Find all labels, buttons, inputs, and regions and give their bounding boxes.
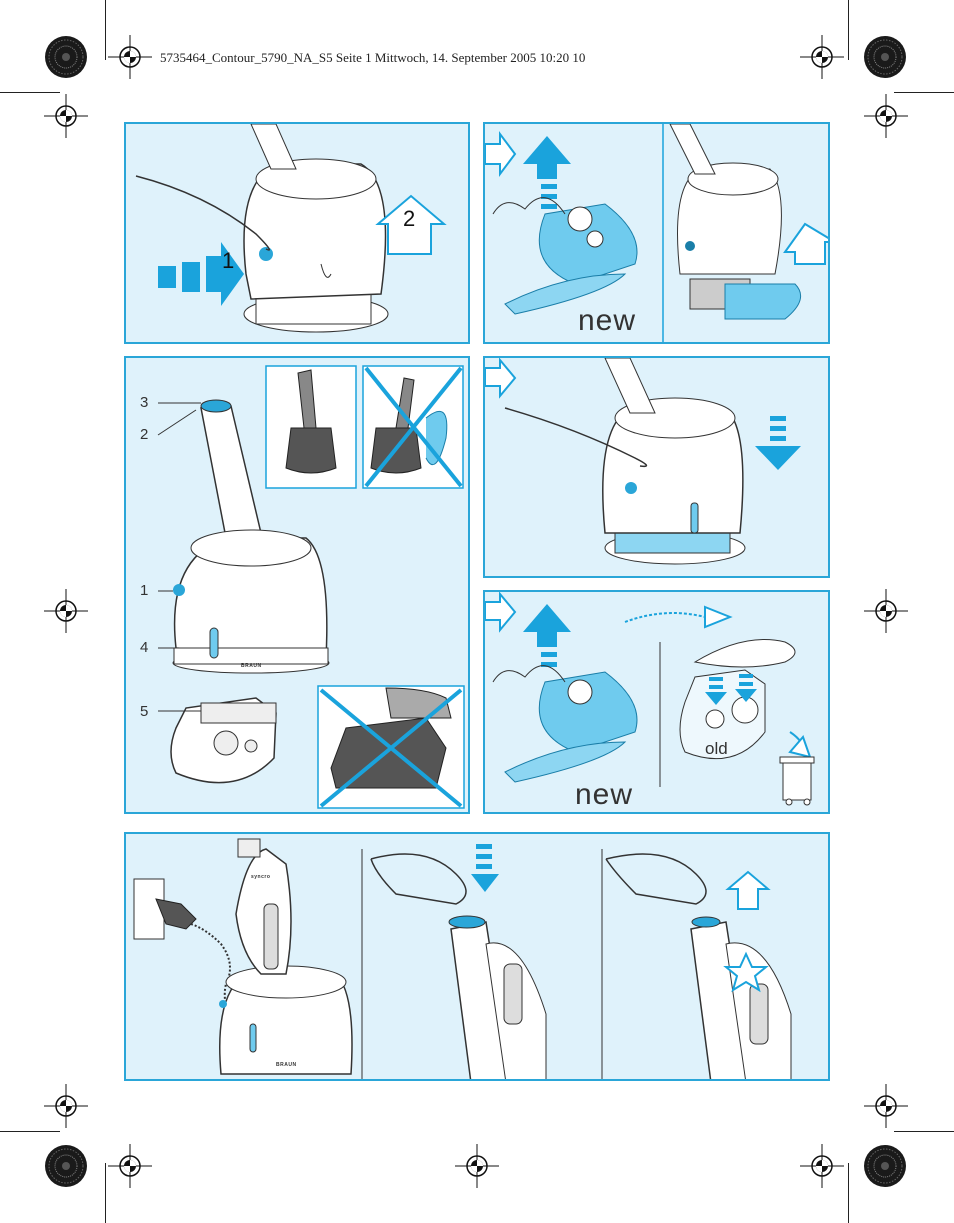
callout-2: 2 — [140, 426, 149, 443]
crop-line — [0, 92, 60, 93]
registration-mark-icon — [43, 1083, 89, 1129]
label-old: old — [705, 739, 728, 758]
registration-mark-icon — [107, 1143, 153, 1189]
crop-line — [105, 0, 106, 60]
step-number-2: 2 — [403, 206, 416, 231]
callout-4: 4 — [140, 639, 149, 656]
starburst-icon — [863, 35, 907, 79]
brand-logo-text: BRAUN — [241, 663, 262, 669]
panel-parts-diagram: 3 2 1 4 5 BRAUN — [124, 356, 470, 814]
device-brand-text: syncro — [251, 874, 271, 880]
crop-line — [848, 0, 849, 60]
callout-1: 1 — [140, 582, 149, 599]
crop-line — [894, 92, 954, 93]
starburst-icon — [863, 1144, 907, 1188]
label-new: new — [578, 304, 637, 337]
label-new: new — [575, 778, 634, 811]
panel-lower-station — [483, 356, 830, 578]
registration-mark-icon — [454, 1143, 500, 1189]
crop-line — [105, 1163, 106, 1223]
registration-mark-icon — [799, 1143, 845, 1189]
brand-logo-text: BRAUN — [276, 1062, 297, 1068]
print-slug: 5735464_Contour_5790_NA_S5 Seite 1 Mittw… — [160, 50, 586, 65]
panel-remove-cartridge: 1 2 — [124, 122, 470, 344]
registration-mark-icon — [863, 93, 909, 139]
panel-new-cartridge: new — [483, 122, 830, 344]
registration-mark-icon — [799, 34, 845, 80]
starburst-icon — [44, 35, 88, 79]
step-number-1: 1 — [222, 248, 235, 273]
registration-mark-icon — [43, 93, 89, 139]
starburst-icon — [44, 1144, 88, 1188]
callout-3: 3 — [140, 394, 149, 411]
crop-line — [894, 1131, 954, 1132]
registration-mark-icon — [43, 588, 89, 634]
registration-mark-icon — [863, 1083, 909, 1129]
panel-replace-cartridge: new old — [483, 590, 830, 814]
callout-5: 5 — [140, 703, 149, 720]
panel-charging-start: BRAUN syncro — [124, 832, 830, 1081]
crop-line — [0, 1131, 60, 1132]
registration-mark-icon — [107, 34, 153, 80]
registration-mark-icon — [863, 588, 909, 634]
crop-line — [848, 1163, 849, 1223]
